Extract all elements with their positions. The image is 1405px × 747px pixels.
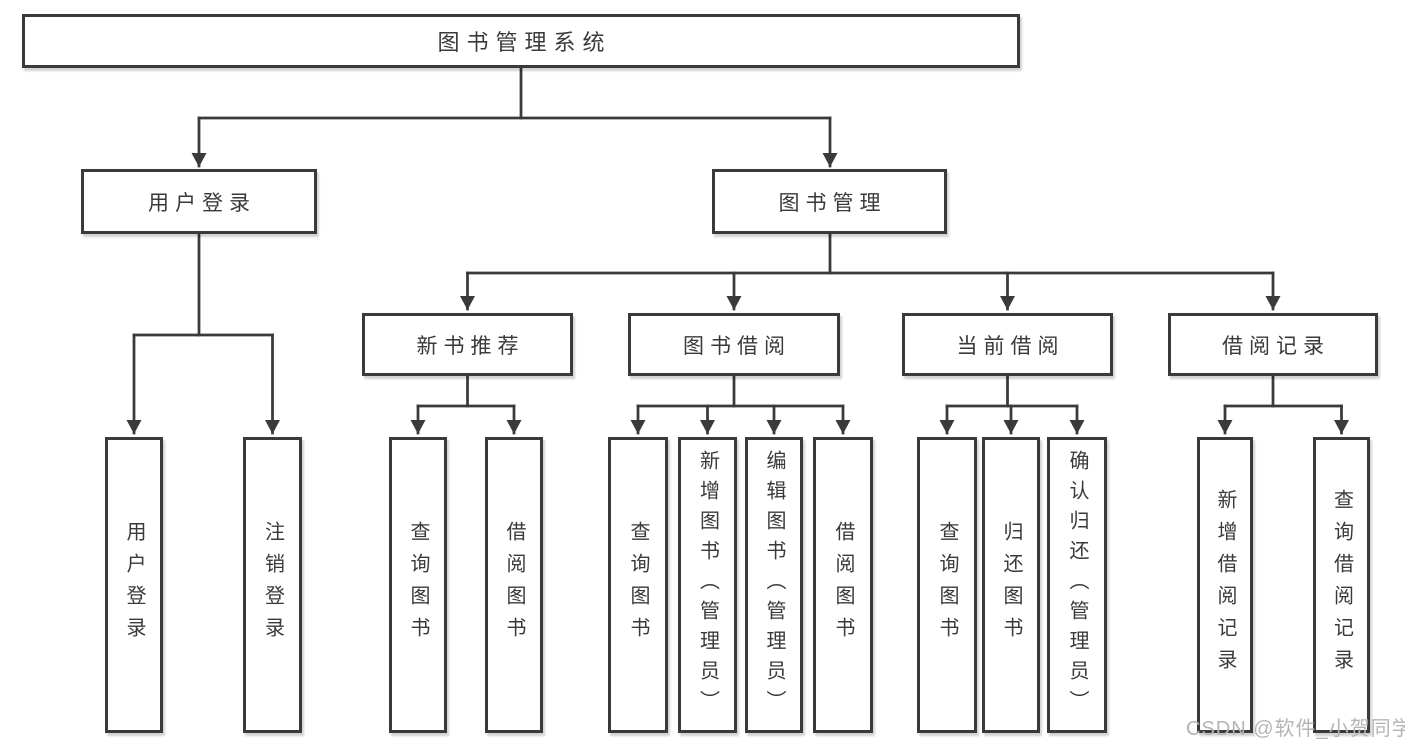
- leaf-search-book-current: 查询图书: [917, 437, 977, 733]
- leaf-search-book-recommend: 查询图书: [389, 437, 447, 733]
- leaf-confirm-return-admin: 确认归还（管理员）: [1047, 437, 1107, 733]
- connector-borrow-records-children: [1217, 374, 1349, 435]
- node-book-borrow: 图书借阅: [628, 313, 840, 376]
- leaf-user-login: 用户登录: [105, 437, 163, 733]
- leaf-search-borrow-record: 查询借阅记录: [1313, 437, 1370, 733]
- connector-book-borrow-children: [630, 374, 851, 435]
- connector-new-book-recommend-children: [410, 374, 522, 435]
- node-book-management: 图书管理: [712, 169, 947, 234]
- node-borrow-records: 借阅记录: [1168, 313, 1378, 376]
- leaf-search-book-borrow: 查询图书: [608, 437, 668, 733]
- connector-book-management-children: [460, 232, 1281, 311]
- connector-root-to-level2: [191, 66, 838, 168]
- leaf-return-book: 归还图书: [982, 437, 1040, 733]
- leaf-edit-book-admin: 编辑图书（管理员）: [745, 437, 803, 733]
- leaf-add-book-admin: 新增图书（管理员）: [678, 437, 737, 733]
- connector-user-login-children: [126, 232, 280, 435]
- leaf-logout: 注销登录: [243, 437, 302, 733]
- node-user-login: 用户登录: [81, 169, 317, 234]
- node-new-book-recommend: 新书推荐: [362, 313, 573, 376]
- node-library-management-system: 图书管理系统: [22, 14, 1020, 68]
- node-current-borrow: 当前借阅: [902, 313, 1113, 376]
- leaf-add-borrow-record: 新增借阅记录: [1197, 437, 1253, 733]
- leaf-borrow-book-recommend: 借阅图书: [485, 437, 543, 733]
- watermark: CSDN @软件_小贺同学: [1186, 718, 1405, 740]
- leaf-borrow-book: 借阅图书: [813, 437, 873, 733]
- connector-current-borrow-children: [939, 374, 1085, 435]
